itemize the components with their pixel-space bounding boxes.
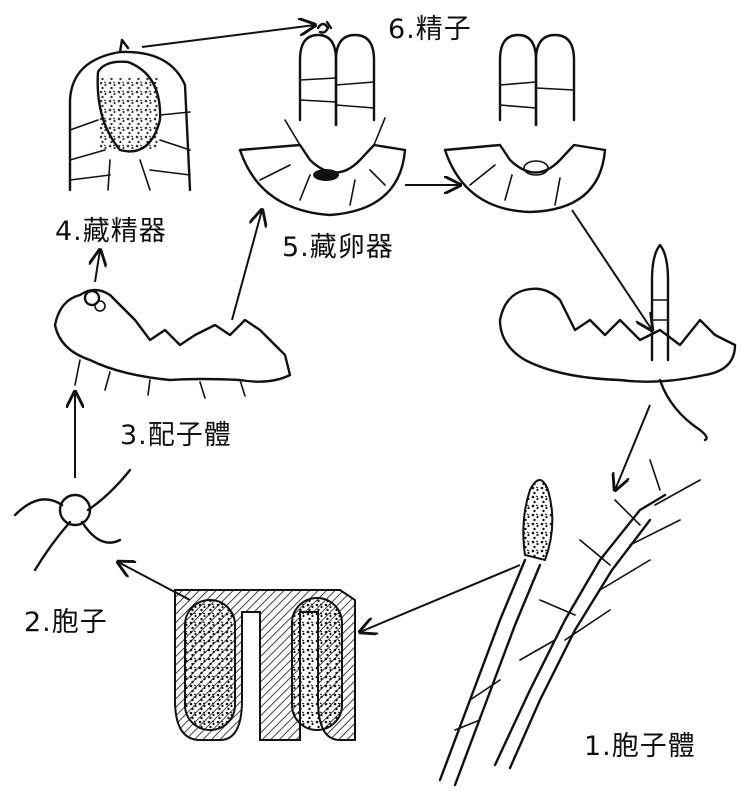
- label-archegonium: 5.藏卵器: [282, 234, 394, 261]
- spore-drawing: [15, 470, 130, 570]
- label-spore: 2.胞子: [24, 609, 108, 636]
- archegonium-fertilized-drawing: [445, 35, 605, 212]
- gametophyte-with-sporophyte-drawing: [500, 245, 735, 440]
- archegonium-drawing: [240, 35, 405, 215]
- gametophyte-drawing: [55, 290, 290, 398]
- lifecycle-arrows: [75, 25, 652, 632]
- label-sperm: 6.精子: [388, 16, 472, 43]
- label-gametophyte: 3.配子體: [120, 422, 232, 449]
- sporangia-section-drawing: [175, 590, 355, 740]
- antheridium-drawing: [70, 40, 190, 190]
- label-antheridium: 4.藏精器: [55, 218, 167, 245]
- label-sporophyte: 1.胞子體: [584, 733, 696, 760]
- sperm-drawing: [318, 22, 331, 33]
